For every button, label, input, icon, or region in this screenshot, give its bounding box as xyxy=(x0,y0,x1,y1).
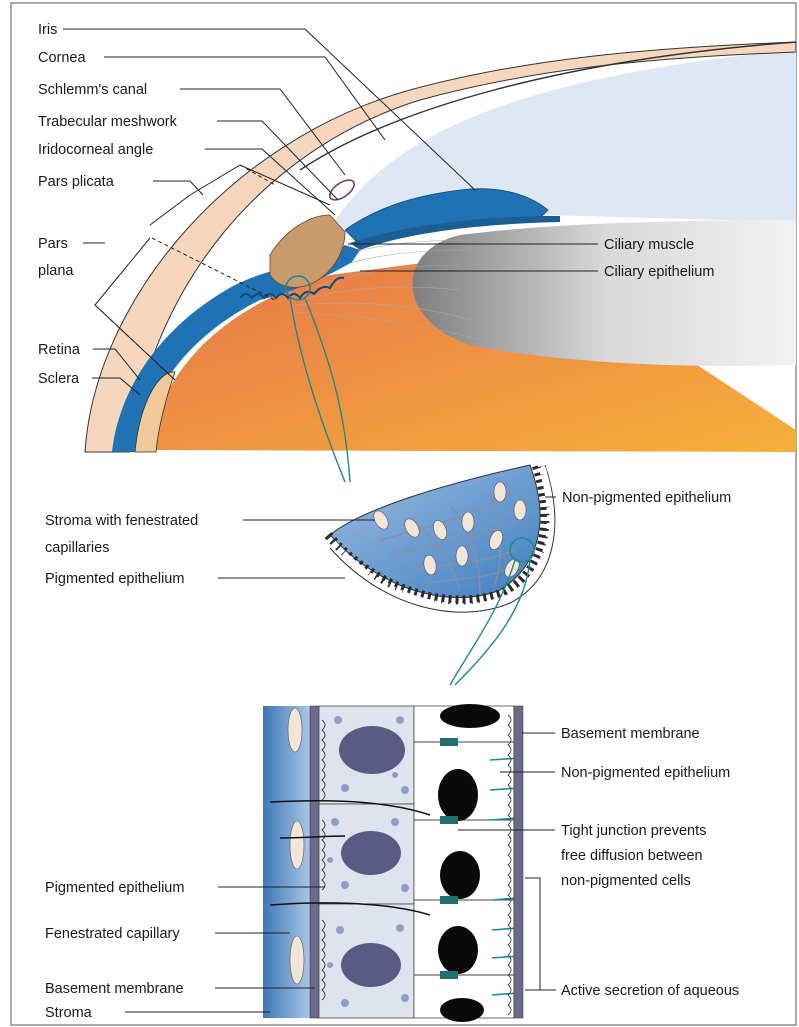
label-nonpig-mid: Non-pigmented epithelium xyxy=(562,490,731,506)
nucleus-2 xyxy=(341,831,401,875)
label-stroma-fenestrated: Stroma with fenestrated xyxy=(45,513,198,529)
basement-membrane-left xyxy=(310,706,319,1018)
nucleus-3 xyxy=(341,943,401,987)
eye-section xyxy=(85,42,796,482)
basement-membrane-right xyxy=(514,706,523,1018)
label-stroma: Stroma xyxy=(45,1005,93,1021)
label-retina: Retina xyxy=(38,342,81,358)
label-fenestrated-capillary: Fenestrated capillary xyxy=(45,926,180,942)
label-nonpig-bottom: Non-pigmented epithelium xyxy=(561,765,730,781)
label-tight-1: Tight junction prevents xyxy=(561,823,706,839)
label-capillaries: capillaries xyxy=(45,540,109,556)
label-pigmented-mid: Pigmented epithelium xyxy=(45,571,184,587)
label-active-secretion: Active secretion of aqueous xyxy=(561,983,739,999)
label-cornea: Cornea xyxy=(38,50,86,66)
label-basement-bottom: Basement membrane xyxy=(45,981,184,997)
label-iridocorneal-angle: Iridocorneal angle xyxy=(38,142,153,158)
label-plana: plana xyxy=(38,263,74,279)
label-tight-3: non-pigmented cells xyxy=(561,873,691,889)
label-pars-plicata: Pars plicata xyxy=(38,174,115,190)
label-sclera: Sclera xyxy=(38,371,80,387)
nucleus-1 xyxy=(339,726,405,774)
label-ciliary-muscle: Ciliary muscle xyxy=(604,237,694,253)
label-basement-top: Basement membrane xyxy=(561,726,700,742)
label-pars: Pars xyxy=(38,236,68,252)
label-iris: Iris xyxy=(38,22,57,38)
label-pigmented-bottom: Pigmented epithelium xyxy=(45,880,184,896)
ciliary-process-section xyxy=(328,462,555,685)
epithelium-detail xyxy=(263,704,523,1022)
label-schlemms-canal: Schlemm's canal xyxy=(38,82,147,98)
label-trabecular-meshwork: Trabecular meshwork xyxy=(38,114,178,130)
label-tight-2: free diffusion between xyxy=(561,848,703,864)
label-ciliary-epithelium: Ciliary epithelium xyxy=(604,264,714,280)
